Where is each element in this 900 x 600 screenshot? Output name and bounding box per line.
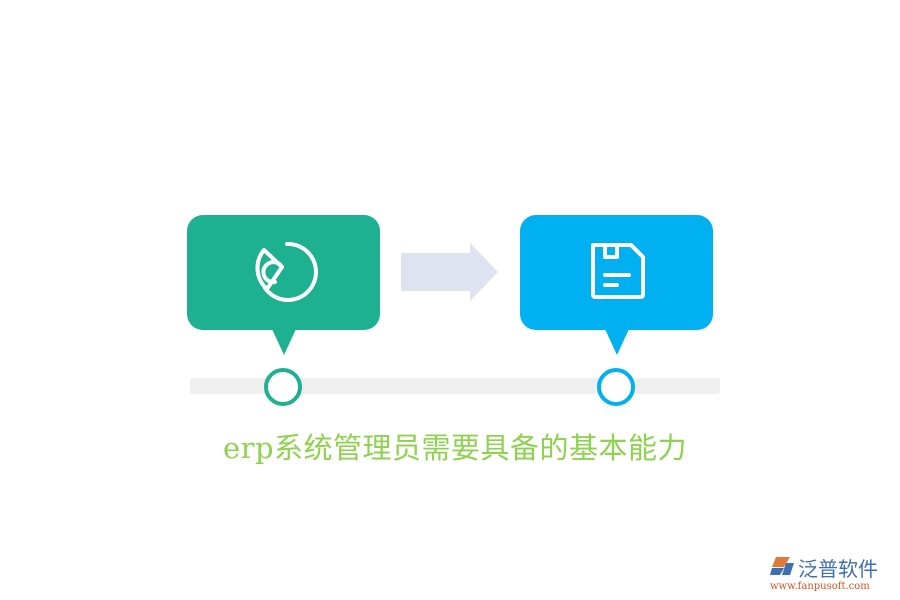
brand-logo-icon — [770, 555, 794, 581]
timeline-node-2 — [597, 368, 635, 406]
diagram-title: erp系统管理员需要具备的基本能力 — [222, 431, 688, 465]
step-1-bubble — [187, 215, 380, 330]
analytics-pie-icon — [249, 236, 319, 310]
brand-url: www.fanpusoft.com — [770, 581, 870, 592]
brand-logo: 泛普软件 www.fanpusoft.com — [770, 553, 895, 592]
step-2-bubble — [520, 215, 713, 330]
floppy-save-icon — [585, 239, 649, 307]
timeline-track — [190, 378, 720, 394]
arrow-right-icon — [400, 243, 500, 307]
step-1-pointer — [272, 329, 296, 355]
brand-name: 泛普软件 — [798, 557, 878, 581]
step-2-pointer — [605, 329, 629, 355]
timeline-node-1 — [264, 368, 302, 406]
